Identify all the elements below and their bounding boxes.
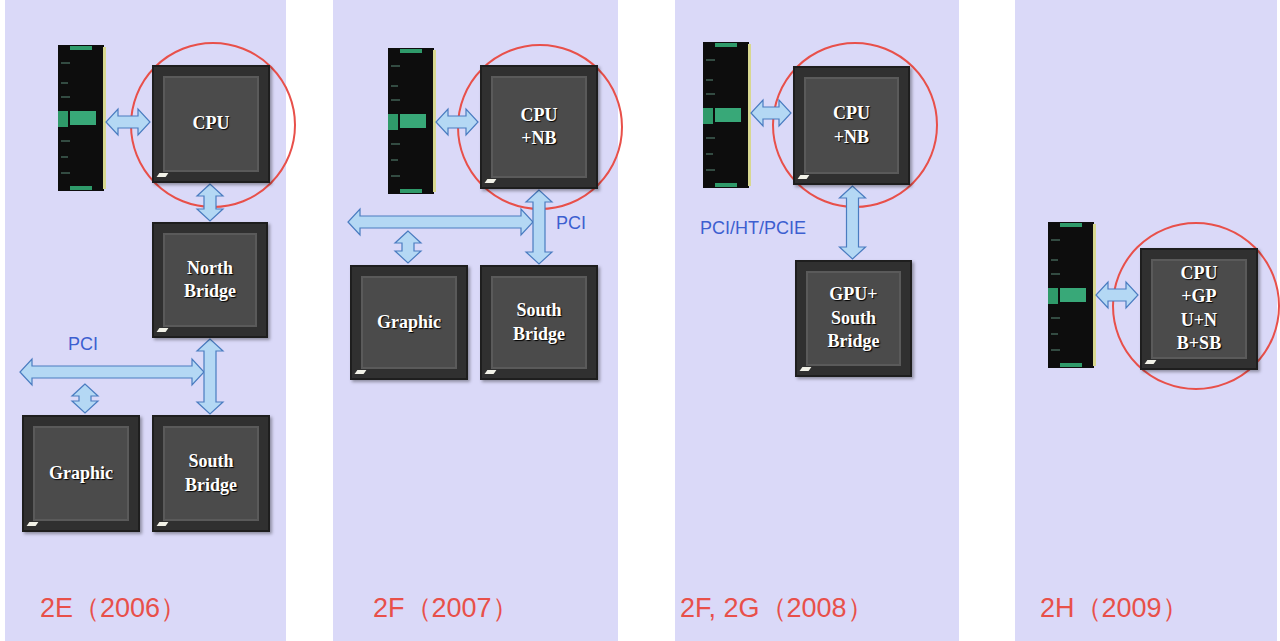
memory-module [703,42,751,188]
bus-label: PCI [68,334,98,355]
bus-arrow [20,359,204,385]
bus-label: PCI/HT/PCIE [700,218,806,239]
chip-label: CPU +NB [509,104,569,151]
chip-label: CPU +GP U+N B+SB [1171,262,1227,356]
chip-box: GPU+ South Bridge [795,260,912,377]
chip-label: North Bridge [172,257,248,304]
chip-label: CPU [166,112,256,135]
bus-arrow [526,190,552,264]
chip-label: Graphic [36,462,126,485]
chip-box: Graphic [350,265,468,380]
chip-label: South Bridge [173,450,249,497]
highlight-circle [458,45,622,209]
bus-arrow [72,384,98,413]
chip-label: CPU +NB [822,102,882,149]
year-label: 2H（2009） [1040,590,1189,626]
panel [333,0,618,641]
bus-arrow [840,186,866,259]
panel [1015,0,1277,641]
chip-label: GPU+ South Bridge [816,283,892,353]
highlight-circle [131,43,295,207]
bus-arrow [197,339,223,414]
bus-arrow [348,209,533,235]
year-label: 2F（2007） [373,590,519,626]
bus-arrow [197,184,223,221]
bus-label: PCI [556,213,586,234]
chip-box: CPU +NB [793,66,910,185]
memory-module [58,45,106,191]
chip-box: CPU [152,65,270,183]
chip-box: South Bridge [152,415,270,532]
memory-module [388,48,436,194]
year-label: 2F, 2G（2008） [680,590,874,626]
bus-arrow [436,109,478,135]
chip-box: North Bridge [152,222,268,338]
bus-arrow [751,100,791,126]
bus-arrow [1096,282,1138,308]
highlight-circle [1113,223,1279,389]
chip-box: South Bridge [480,265,598,380]
chip-label: Graphic [364,311,454,334]
chip-box: Graphic [22,415,140,532]
bus-arrow [395,231,421,263]
panel [5,0,286,641]
panel [675,0,959,641]
memory-module [1048,222,1096,368]
highlight-circle [773,43,937,207]
chip-box: CPU +NB [480,65,598,189]
year-label: 2E（2006） [40,590,187,626]
chip-label: South Bridge [501,299,577,346]
chip-box: CPU +GP U+N B+SB [1140,248,1258,370]
bus-arrow [106,109,150,135]
